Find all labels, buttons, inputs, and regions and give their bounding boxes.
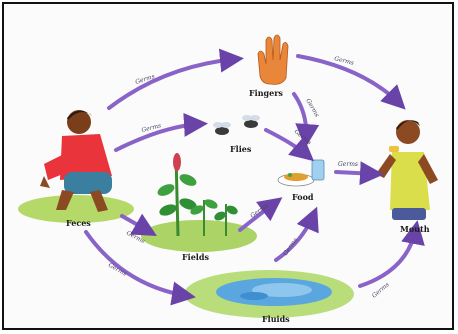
fluids-pond [216, 278, 332, 306]
germs-label: Germs [125, 230, 146, 246]
germs-label: Germs [371, 281, 391, 299]
fields-ground [141, 220, 257, 252]
label-fingers: Fingers [249, 88, 283, 98]
label-food: Food [292, 192, 314, 202]
diagram-frame: Germs Germs Germs Germs Germs Germs Germ… [2, 2, 454, 330]
label-fields: Fields [182, 252, 209, 262]
arrow-food-to-mouth [336, 172, 376, 174]
arrow-feces-to-fields [122, 216, 150, 232]
germs-label: Germs [304, 98, 320, 119]
food-illustration [278, 160, 324, 186]
arrow-feces-to-fingers [109, 59, 236, 108]
label-fluids: Fluids [262, 314, 290, 324]
mouth-person-illustration [376, 120, 438, 220]
germs-label: Germs [293, 128, 313, 146]
germs-label: Germs [338, 161, 358, 168]
germs-label: Germs [282, 237, 299, 257]
label-mouth: Mouth [400, 224, 430, 234]
label-flies: Flies [230, 144, 252, 154]
fingers-hand-illustration [258, 35, 288, 84]
arrow-fluids-to-mouth [360, 228, 416, 286]
germ-transmission-diagram: Germs Germs Germs Germs Germs Germs Germ… [4, 4, 454, 330]
flies-illustration [213, 115, 260, 135]
label-feces: Feces [66, 218, 91, 228]
